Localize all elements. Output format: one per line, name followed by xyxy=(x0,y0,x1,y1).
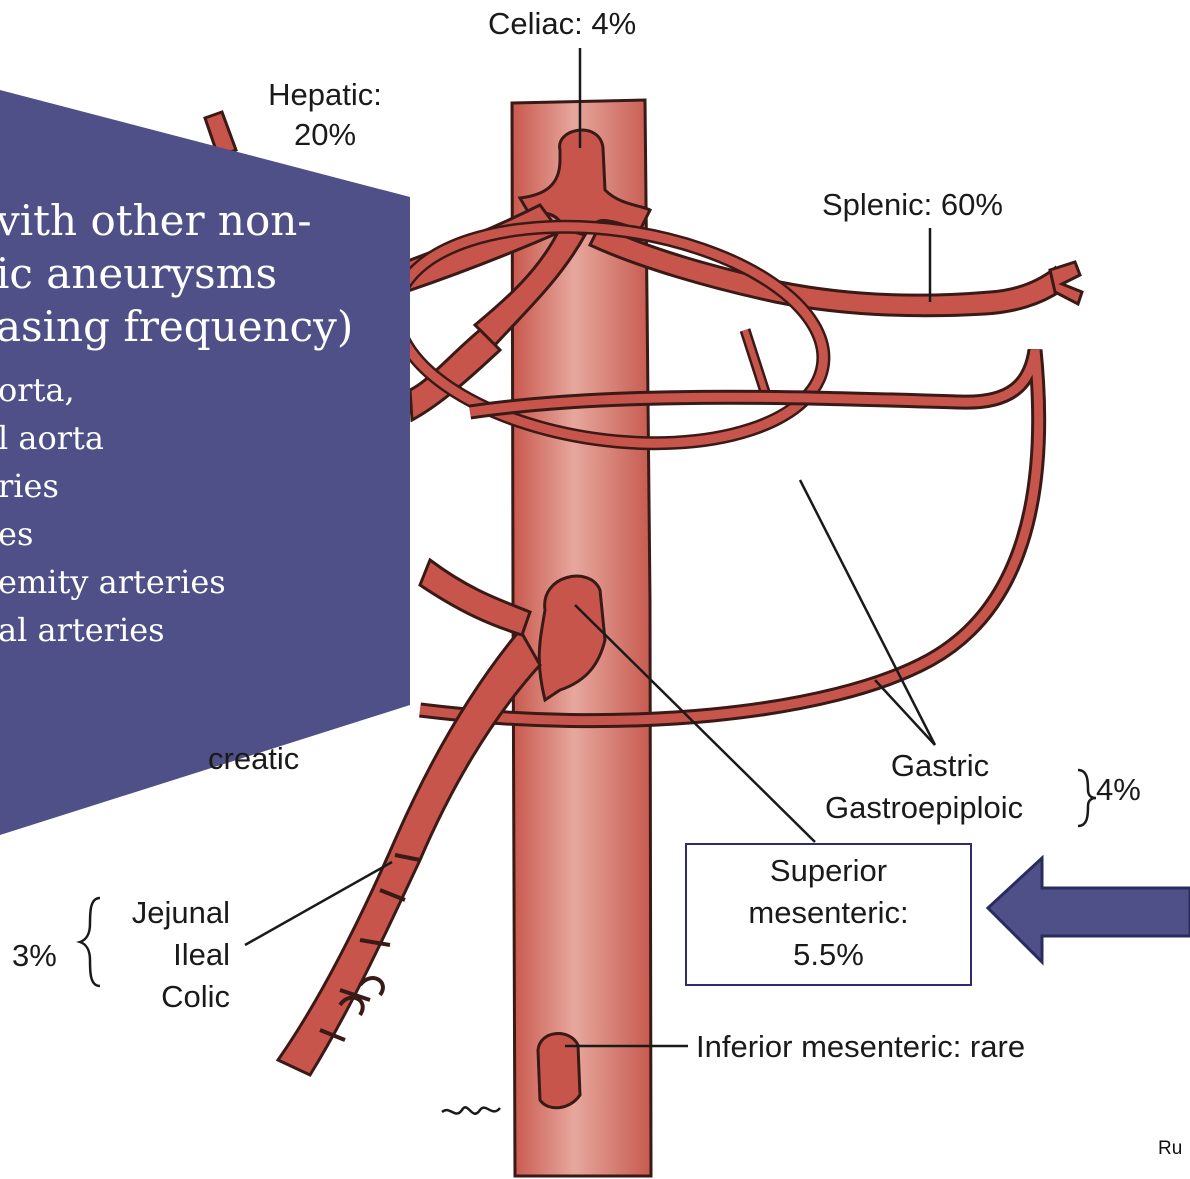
label-colic: Colic xyxy=(100,979,230,1015)
gastric-pointer-2 xyxy=(875,680,935,745)
label-splenic: Splenic: 60% xyxy=(822,187,1003,223)
splenic-branch-fork xyxy=(1050,262,1082,304)
ima xyxy=(538,1034,580,1108)
label-pancreatic-fragment: creatic xyxy=(208,741,299,777)
credit-fragment: Ru xyxy=(1158,1138,1182,1160)
label-ileal: Ileal xyxy=(100,937,230,973)
artist-signature xyxy=(442,1107,500,1113)
label-gastric: Gastric xyxy=(840,748,1040,784)
brace-right-gastric xyxy=(1078,770,1096,826)
label-celiac: Celiac: 4% xyxy=(488,6,636,42)
label-hepatic-line1: Hepatic: xyxy=(255,77,395,113)
overlay-panel xyxy=(0,90,410,835)
label-gastroepiploic: Gastroepiploic xyxy=(825,790,1023,826)
label-sma-line2: mesenteric: xyxy=(685,895,972,931)
label-gastric-group-pct: 4% xyxy=(1096,772,1141,808)
label-sma-line1: Superior xyxy=(685,853,972,889)
label-sma-line3: 5.5% xyxy=(685,937,972,973)
label-jejunal: Jejunal xyxy=(100,895,230,931)
label-jic-group-pct: 3% xyxy=(12,938,57,974)
label-hepatic-line2: 20% xyxy=(255,117,395,153)
left-arrow-icon xyxy=(988,858,1190,962)
label-ima: Inferior mesenteric: rare xyxy=(696,1029,1025,1065)
brace-left-jic xyxy=(80,898,100,986)
